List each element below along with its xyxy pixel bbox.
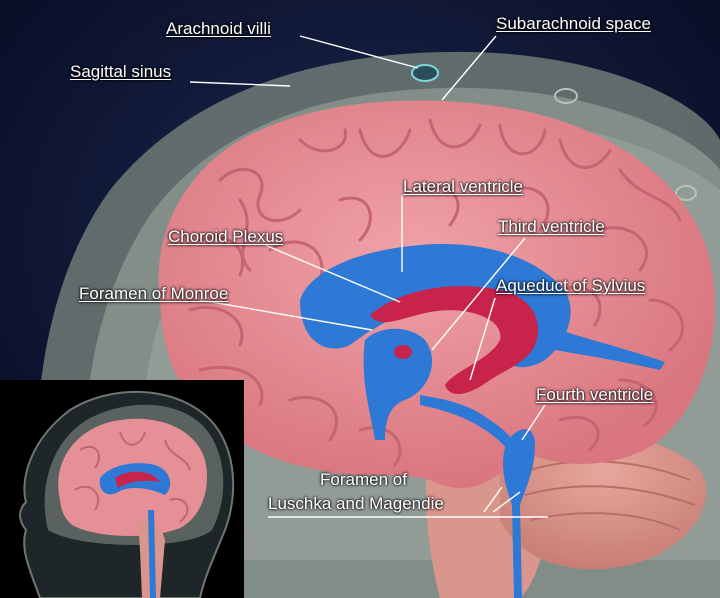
label-foramen-of: Foramen of bbox=[320, 470, 407, 489]
spinal-canal bbox=[512, 505, 522, 598]
label-choroid-plexus: Choroid Plexus bbox=[168, 227, 284, 246]
inset-spinal-canal bbox=[148, 510, 156, 598]
label-foramen-of-monroe: Foramen of Monroe bbox=[79, 284, 229, 303]
aqueduct-of-sylvius bbox=[420, 395, 520, 456]
third-ventricle bbox=[363, 328, 433, 440]
cerebellum-folds bbox=[524, 460, 696, 531]
label-lateral-ventricle: Lateral ventricle bbox=[403, 177, 524, 196]
leader-lines bbox=[189, 35, 548, 518]
brain-gyri bbox=[188, 118, 684, 467]
interthalamic-mass bbox=[394, 345, 412, 359]
inset-head-overview bbox=[0, 380, 244, 598]
inset-illustration bbox=[19, 390, 235, 598]
arachnoid-villi-granulation bbox=[411, 64, 439, 82]
inset-choroid bbox=[115, 471, 160, 488]
ventricle-posterior-horn bbox=[555, 330, 665, 370]
label-arachnoid-villi: Arachnoid villi bbox=[166, 19, 271, 38]
label-subarachnoid-space: Subarachnoid space bbox=[496, 14, 652, 33]
label-sagittal-sinus: Sagittal sinus bbox=[70, 62, 172, 81]
label-luschka-and-magendie: Luschka and Magendie bbox=[268, 494, 444, 513]
fourth-ventricle bbox=[503, 429, 535, 505]
label-fourth-ventricle: Fourth ventricle bbox=[536, 385, 654, 404]
granulation-3 bbox=[675, 185, 697, 201]
label-third-ventricle: Third ventricle bbox=[498, 217, 605, 236]
label-aqueduct-of-sylvius: Aqueduct of Sylvius bbox=[496, 276, 646, 295]
choroid-plexus bbox=[370, 286, 539, 395]
inset-brain-gyri bbox=[74, 431, 191, 523]
granulation-2 bbox=[554, 88, 578, 104]
